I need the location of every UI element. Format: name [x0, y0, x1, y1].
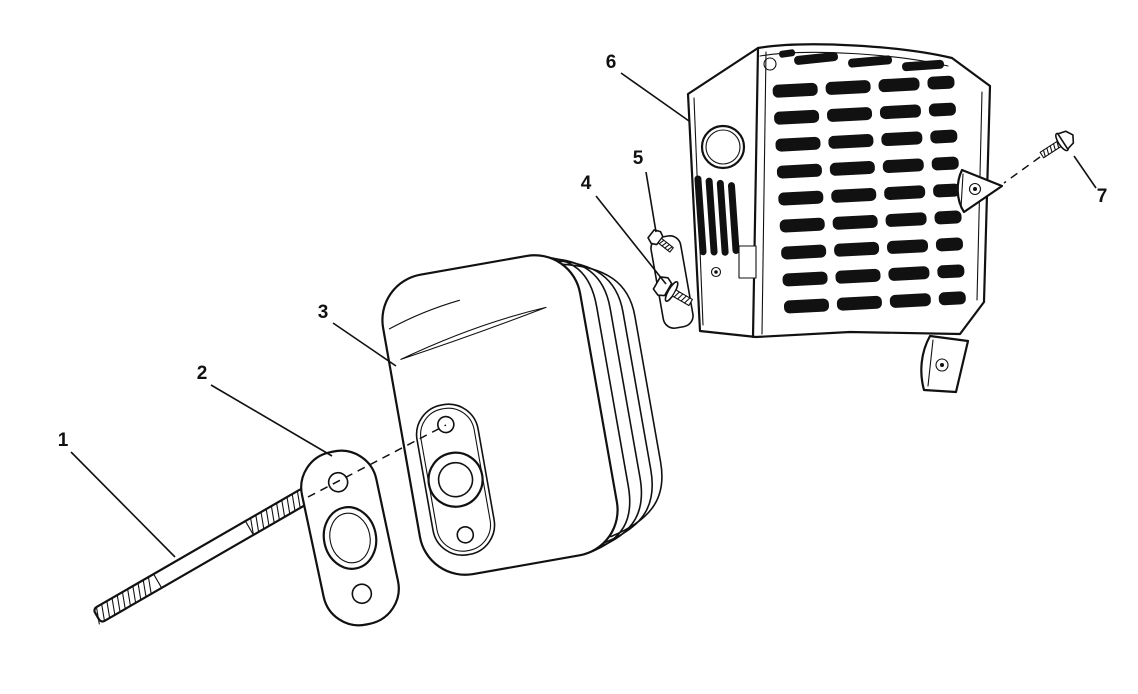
callout-4-label: 4 — [581, 173, 592, 194]
screw-5-part — [647, 229, 674, 253]
muffler-upper-seam — [388, 299, 461, 330]
callout-4: 4 — [581, 173, 667, 285]
callout-1: 1 — [58, 430, 176, 558]
callout-5: 5 — [633, 148, 657, 233]
callout-6-label: 6 — [606, 52, 617, 73]
muffler-seam — [400, 306, 547, 360]
shield-part — [686, 43, 1004, 394]
callout-7: 7 — [1073, 155, 1108, 207]
gasket-part — [300, 449, 400, 627]
callout-3: 3 — [318, 302, 397, 367]
screw-7-part — [1039, 130, 1075, 159]
shield-top-slots — [794, 52, 945, 72]
muffler-body — [381, 254, 619, 576]
shield-bottom-tab — [920, 334, 970, 394]
shield-fold-line — [751, 46, 760, 339]
callouts: 1 2 3 4 5 6 7 — [58, 52, 1108, 558]
gasket-outline — [300, 449, 400, 627]
callout-2-leader — [210, 384, 333, 457]
callout-5-leader — [645, 171, 657, 233]
callout-2: 2 — [197, 363, 333, 457]
stud-part — [93, 488, 311, 625]
flange-bolt-hole-bottom — [456, 526, 475, 544]
assembly-axis-dashed-line — [307, 424, 447, 498]
screw-7-dashed-line — [1003, 156, 1041, 184]
callout-6: 6 — [606, 52, 690, 122]
callout-3-leader — [332, 322, 397, 367]
callout-3-label: 3 — [318, 302, 329, 323]
shield-stamp-mark — [763, 49, 796, 71]
flange-outlet-rim — [427, 451, 484, 508]
callout-6-leader — [620, 72, 690, 122]
stud-thread-hatch-left — [95, 576, 152, 625]
shield-rect-cutout — [738, 245, 757, 279]
gasket-center-opening — [322, 506, 378, 570]
callout-7-label: 7 — [1097, 186, 1108, 207]
shield-vent-slots — [772, 75, 966, 314]
shield-ear-tab — [956, 168, 1004, 214]
bolt-4-part — [652, 276, 693, 307]
callout-7-leader — [1073, 155, 1097, 189]
callout-1-label: 1 — [58, 430, 69, 451]
screw-7-head — [1057, 130, 1075, 150]
flange-outlet-hole — [437, 461, 474, 498]
callout-2-label: 2 — [197, 363, 208, 384]
muffler-part — [381, 254, 663, 576]
stud-thread-hatch-right — [250, 488, 306, 536]
callout-4-leader — [595, 195, 667, 285]
shield-round-opening — [700, 124, 746, 170]
callout-5-label: 5 — [633, 148, 644, 169]
callout-1-leader — [70, 451, 176, 558]
shield-left-slots — [694, 175, 740, 256]
flange-bolt-hole-top — [437, 415, 455, 434]
bolt-4-head — [652, 276, 673, 297]
gasket-hole-top — [327, 471, 349, 493]
gasket-hole-bottom — [351, 583, 373, 605]
